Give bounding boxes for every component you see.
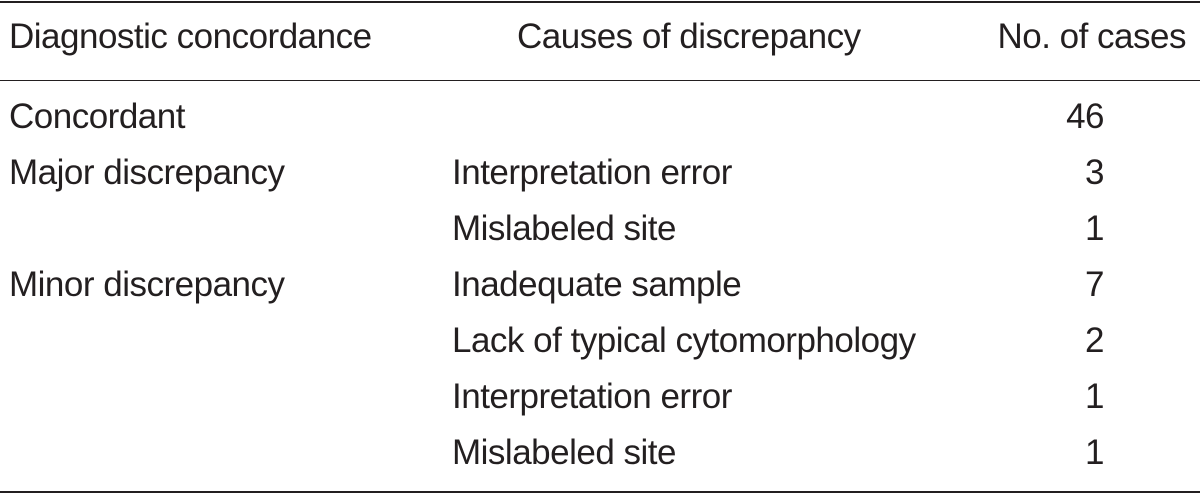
row-cases: 1 <box>1085 433 1104 472</box>
row-concordance: Major discrepancy <box>9 153 285 192</box>
table-top-rule <box>0 1 1200 3</box>
row-cause: Mislabeled site <box>452 209 677 248</box>
row-cause: Inadequate sample <box>452 265 742 304</box>
table-bottom-rule <box>0 491 1200 493</box>
row-cause: Lack of typical cytomorphology <box>452 321 916 360</box>
row-cause: Mislabeled site <box>452 433 677 472</box>
header-no-of-cases: No. of cases <box>997 17 1186 56</box>
row-cause: Interpretation error <box>452 153 732 192</box>
row-cases: 46 <box>1066 97 1104 136</box>
row-concordance: Concordant <box>9 97 185 136</box>
row-cases: 3 <box>1085 153 1104 192</box>
row-cases: 2 <box>1085 321 1104 360</box>
table-header-rule <box>0 80 1200 81</box>
row-cases: 7 <box>1085 265 1104 304</box>
row-cause: Interpretation error <box>452 377 732 416</box>
header-causes-of-discrepancy: Causes of discrepancy <box>517 17 861 56</box>
header-diagnostic-concordance: Diagnostic concordance <box>9 17 372 56</box>
row-cases: 1 <box>1085 209 1104 248</box>
row-cases: 1 <box>1085 377 1104 416</box>
row-concordance: Minor discrepancy <box>9 265 285 304</box>
